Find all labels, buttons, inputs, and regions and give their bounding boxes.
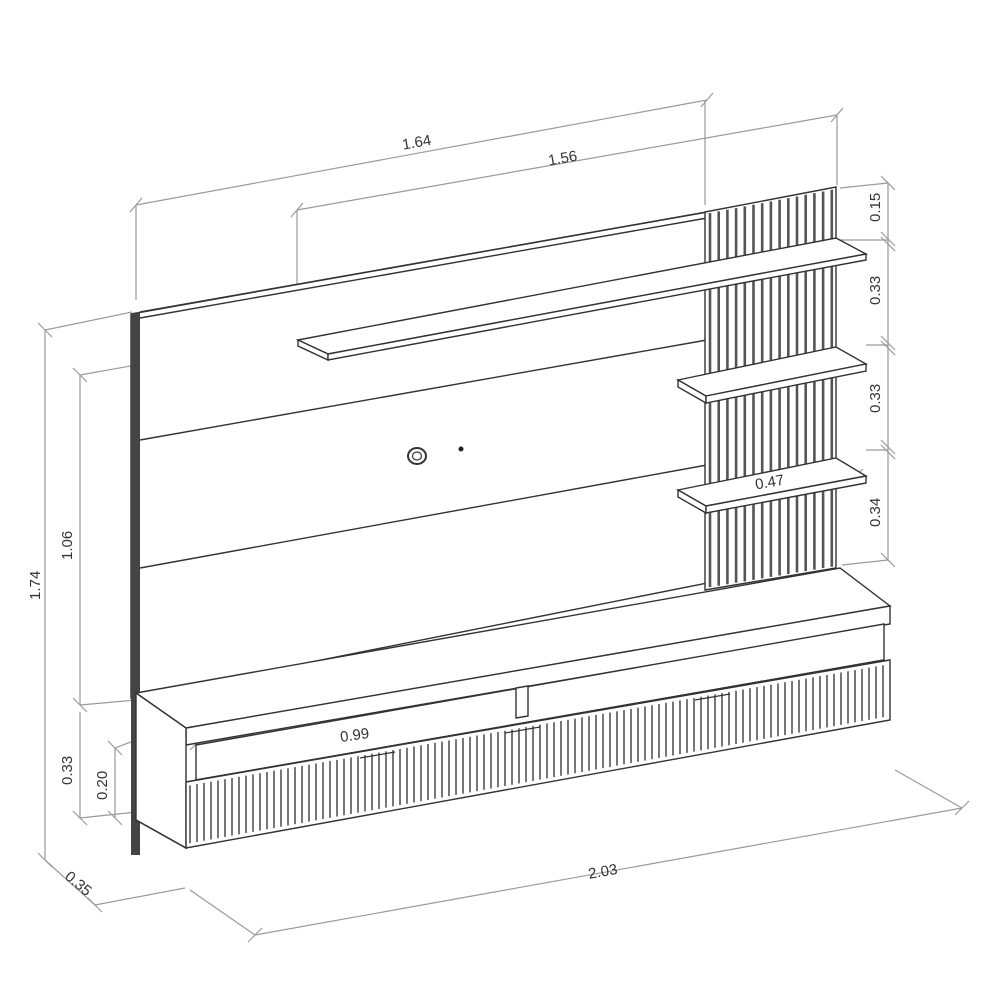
dim-side-shelf-width: 0.47 — [754, 472, 786, 494]
panel-groove-2 — [139, 464, 708, 569]
tv-rack — [134, 567, 892, 850]
dim-shelf-gap-1: 0.33 — [867, 276, 884, 305]
dim-drawer-height: 0.20 — [94, 771, 111, 800]
cable-outlet-icon — [407, 446, 464, 465]
top-shelf — [295, 237, 869, 362]
dim-niche-width: 0.99 — [339, 725, 370, 746]
side-shelf-1 — [676, 346, 868, 405]
drawer-handles — [359, 693, 731, 759]
dim-panel-width: 1.64 — [401, 132, 433, 154]
dim-top-gap: 0.15 — [867, 193, 884, 222]
dim-shelf-gap-3: 0.34 — [867, 498, 884, 527]
dim-top-shelf-width: 1.56 — [547, 148, 579, 170]
dim-panel-height: 1.06 — [59, 531, 76, 560]
drawer-slats — [189, 665, 884, 844]
dim-total-height: 1.74 — [27, 571, 44, 600]
dim-rack-height: 0.33 — [59, 756, 76, 785]
dimension-lines — [37, 92, 970, 943]
dim-total-width: 2.03 — [587, 861, 619, 883]
dim-depth: 0.35 — [61, 868, 94, 900]
panel-groove-1 — [139, 339, 708, 441]
dim-shelf-gap-2: 0.33 — [867, 384, 884, 413]
side-shelf-2 — [676, 457, 868, 515]
